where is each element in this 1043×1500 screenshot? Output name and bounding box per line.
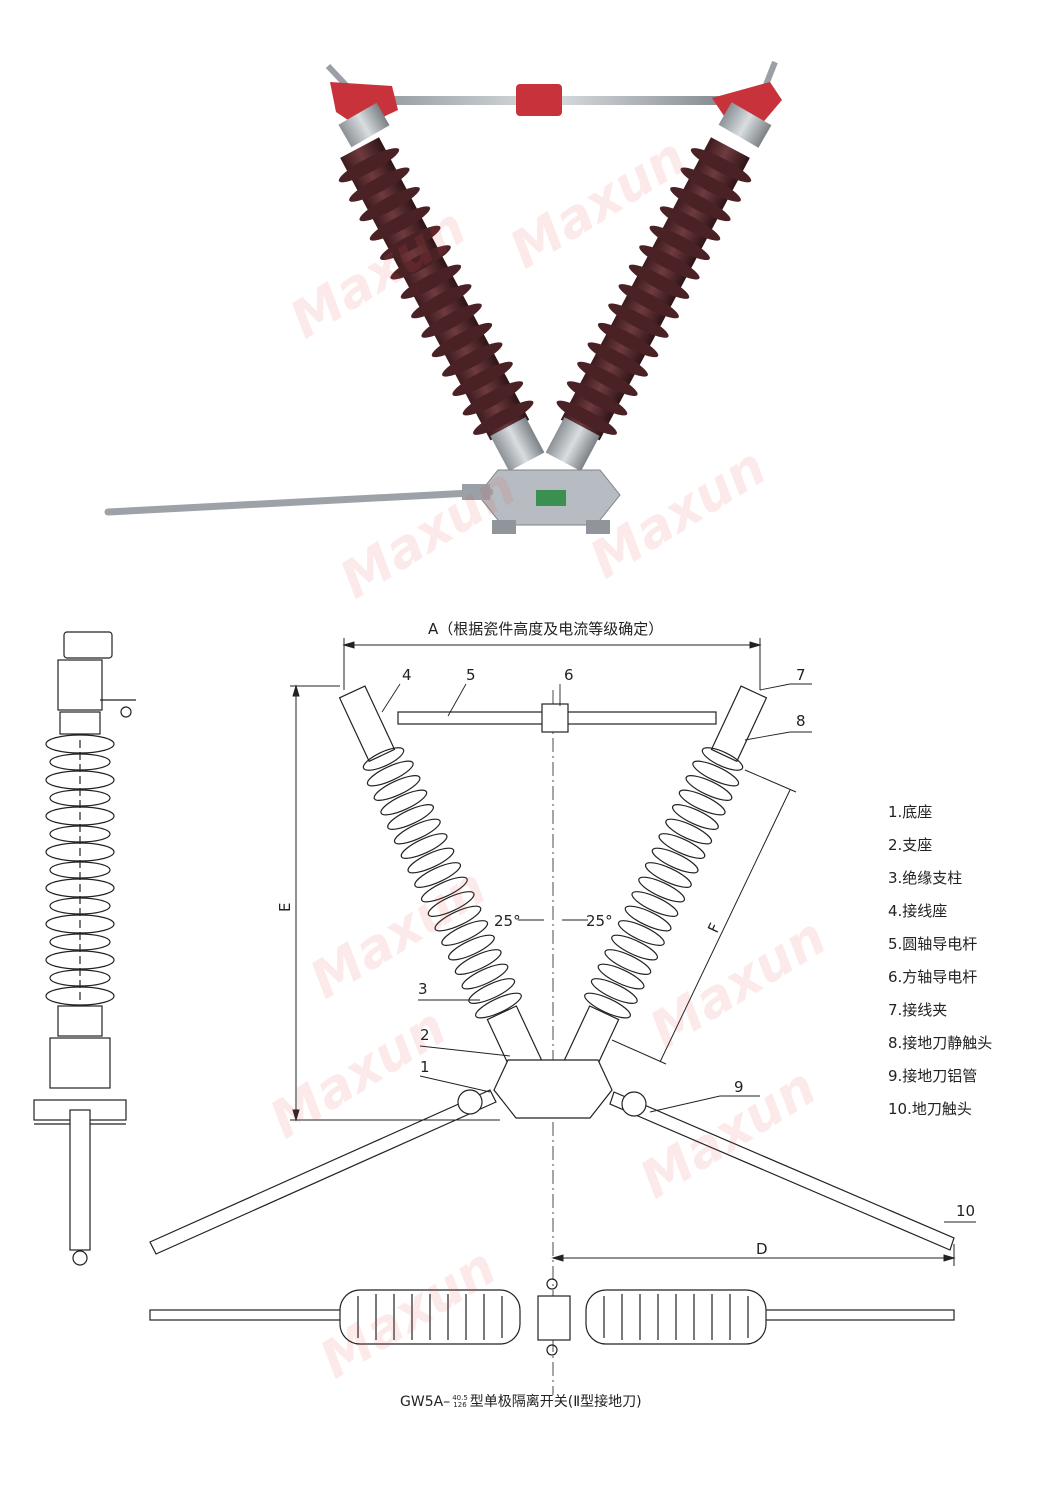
callout-2: 2 <box>420 1026 430 1044</box>
callout-1: 1 <box>420 1058 430 1076</box>
callout-3: 3 <box>418 980 428 998</box>
callout-10: 10 <box>956 1202 975 1220</box>
callout-8: 8 <box>796 712 806 730</box>
base-frame <box>493 1059 613 1119</box>
angle-label-right: 25° <box>586 912 613 930</box>
photo-left-contact-head <box>325 63 398 148</box>
photo-base <box>477 469 621 534</box>
callout-leaders <box>381 683 976 1223</box>
dimension-label-D: D <box>756 1240 768 1258</box>
left-insulator-column <box>338 685 544 1077</box>
photo-right-contact-head <box>712 60 782 148</box>
caption-prefix: GW5A– <box>400 1394 451 1410</box>
dimension-label-E: E <box>276 903 294 912</box>
side-view-drawing <box>33 631 136 1266</box>
conductor-arms <box>397 703 717 733</box>
legend-item-earth-fixed-contact: 8.接地刀静触头 <box>888 1034 993 1052</box>
dimension-label-F: F <box>704 920 724 935</box>
legend-item-earth-tube: 9.接地刀铝管 <box>888 1067 978 1085</box>
photo-earthing-rod <box>104 484 494 516</box>
legend-item-base: 1.底座 <box>888 803 933 821</box>
photo-square-conductor <box>516 84 562 116</box>
dimension-lines <box>290 638 956 1266</box>
dimension-label-A: A（根据瓷件高度及电流等级确定） <box>428 620 663 638</box>
caption-sub: 126 <box>453 1401 467 1409</box>
legend-item-round-conductor: 5.圆轴导电杆 <box>888 935 978 953</box>
top-view-drawing <box>149 1278 955 1356</box>
callout-6: 6 <box>564 666 574 684</box>
legend-item-support: 2.支座 <box>888 836 933 854</box>
legend-item-square-conductor: 6.方轴导电杆 <box>888 968 978 986</box>
caption-suffix: 型单极隔离开关(Ⅱ型接地刀) <box>469 1394 642 1410</box>
callout-9: 9 <box>734 1078 744 1096</box>
legend-item-terminal-clamp: 7.接线夹 <box>888 1001 948 1019</box>
angle-label-left: 25° <box>494 912 521 930</box>
product-photo <box>104 60 782 534</box>
earthing-tubes <box>149 1089 955 1255</box>
legend-item-insulator: 3.绝缘支柱 <box>888 869 963 887</box>
callout-5: 5 <box>466 666 476 684</box>
legend-item-earth-contact: 10.地刀触头 <box>888 1100 972 1118</box>
parts-legend: 1.底座 2.支座 3.绝缘支柱 4.接线座 5.圆轴导电杆 6.方轴导电杆 7… <box>888 800 1038 1130</box>
side-view-insulator-sheds <box>45 734 115 1006</box>
right-insulator-column <box>562 685 768 1077</box>
front-view-drawing <box>149 685 955 1395</box>
callout-7: 7 <box>796 666 806 684</box>
photo-left-insulator <box>338 137 545 472</box>
callout-4: 4 <box>402 666 412 684</box>
caption-sup: 40.5 <box>452 1394 468 1402</box>
photo-right-insulator <box>545 137 752 472</box>
legend-item-terminal-seat: 4.接线座 <box>888 902 948 920</box>
